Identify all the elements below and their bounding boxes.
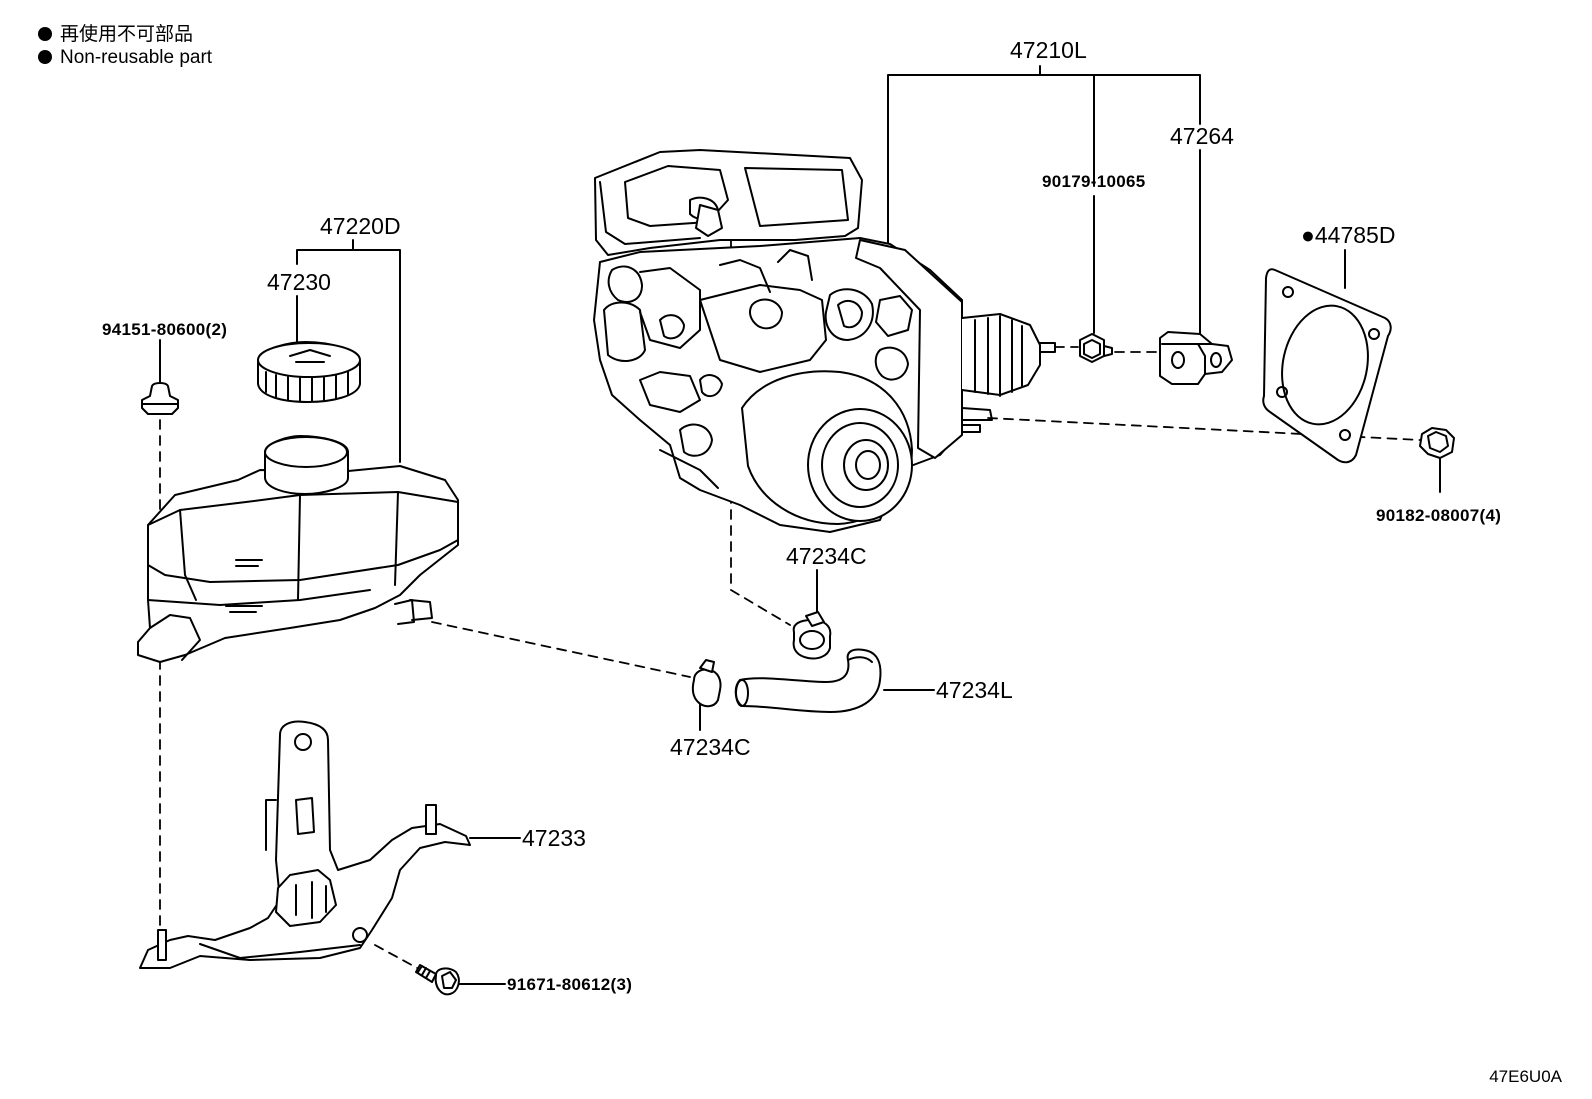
reservoir-47220d xyxy=(137,435,459,663)
label-47264: 47264 xyxy=(1170,123,1234,149)
nut-90179 xyxy=(1079,333,1113,363)
bracket-47233 xyxy=(139,720,471,969)
label-94151-80600: 94151-80600(2) xyxy=(102,320,227,339)
leader-lines xyxy=(159,65,1441,985)
gasket-44785d xyxy=(1262,268,1392,464)
part-labels: 47210L 47264 90179-10065 ●44785D 90182-0… xyxy=(102,37,1501,994)
filled-circle-icon xyxy=(38,27,52,41)
label-90182-08007: 90182-08007(4) xyxy=(1376,506,1501,525)
label-47220d: 47220D xyxy=(320,213,401,239)
label-90179-10065: 90179-10065 xyxy=(1042,172,1146,191)
bolt-91671 xyxy=(415,964,460,996)
reservoir-cap-47230 xyxy=(257,341,361,403)
label-47234c-bottom: 47234C xyxy=(670,734,751,760)
label-47230: 47230 xyxy=(267,269,331,295)
grommet-94151 xyxy=(141,382,179,415)
filled-circle-icon xyxy=(38,50,52,64)
hose-47234l xyxy=(734,648,882,713)
brake-booster-assembly xyxy=(593,149,1056,533)
legend-en: Non-reusable part xyxy=(38,47,212,69)
label-91671-80612: 91671-80612(3) xyxy=(507,975,632,994)
nut-90182 xyxy=(1419,427,1455,459)
clevis-47264 xyxy=(1159,331,1233,385)
illustration-code: 47E6U0A xyxy=(1489,1067,1562,1086)
legend-jp: 再使用不可部品 xyxy=(38,24,193,46)
label-47210l: 47210L xyxy=(1010,37,1087,63)
label-47234c-top: 47234C xyxy=(786,543,867,569)
label-44785d: ●44785D xyxy=(1301,222,1395,248)
label-47233: 47233 xyxy=(522,825,586,851)
clamp-47234c-top xyxy=(792,611,832,660)
label-47234l: 47234L xyxy=(936,677,1013,703)
clamp-47234c-bottom xyxy=(691,659,722,708)
